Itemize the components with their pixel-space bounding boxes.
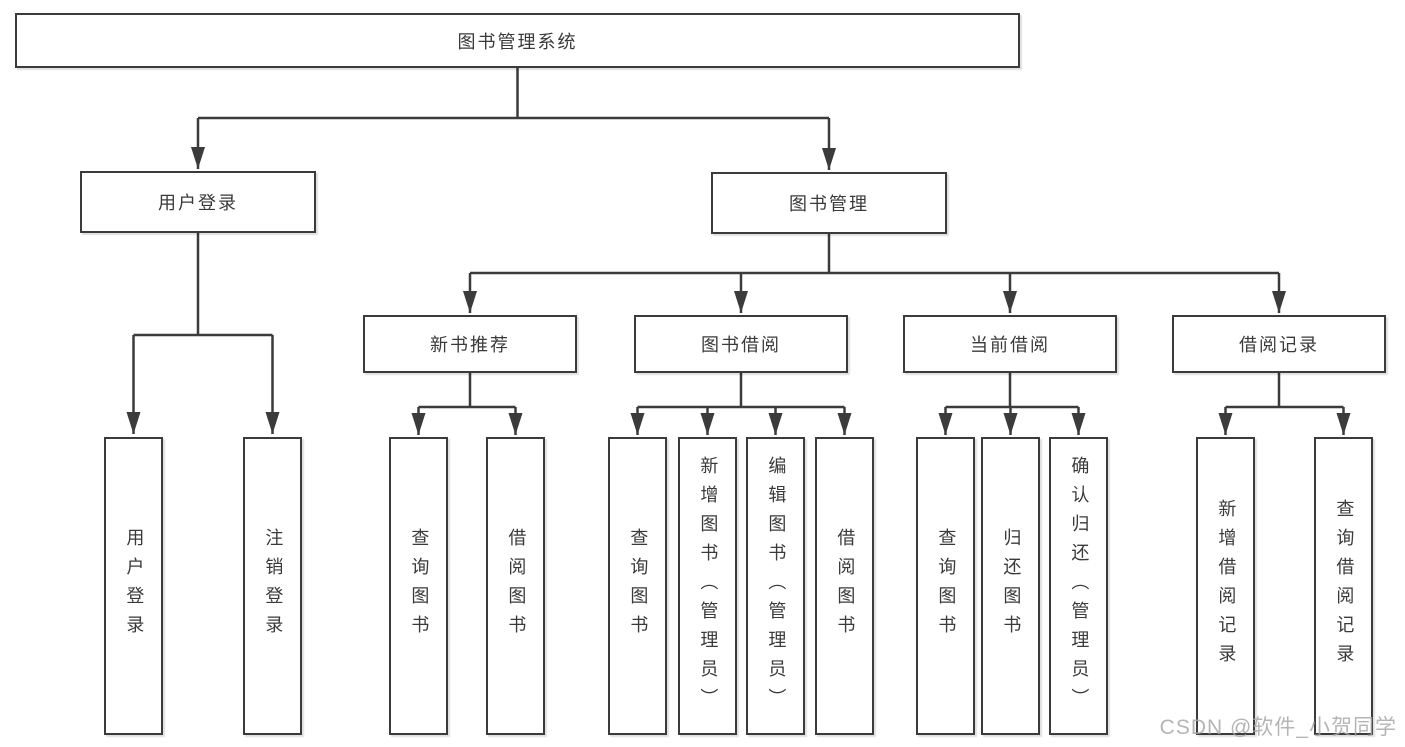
leaf-edit-books-admin: 编辑图书（管理员）	[746, 437, 805, 735]
node-user-login-label: 用户登录	[158, 193, 238, 213]
node-current-borrowing-label: 当前借阅	[970, 335, 1050, 355]
node-borrowing-records-label: 借阅记录	[1239, 335, 1319, 355]
leaf-query-books-b-label: 查询图书	[628, 528, 649, 644]
leaf-query-books-c: 查询图书	[916, 437, 975, 735]
node-new-book-recommend-label: 新书推荐	[430, 335, 510, 355]
leaf-borrow-books-a: 借阅图书	[486, 437, 545, 735]
node-root-label: 图书管理系统	[457, 31, 578, 52]
leaf-add-books-admin: 新增图书（管理员）	[678, 437, 737, 735]
leaf-user-login: 用户登录	[104, 437, 163, 735]
node-current-borrowing: 当前借阅	[903, 315, 1117, 373]
leaf-borrow-books-b-label: 借阅图书	[835, 528, 856, 644]
leaf-borrow-books-b: 借阅图书	[815, 437, 874, 735]
leaf-logout: 注销登录	[243, 437, 302, 735]
leaf-query-books-a: 查询图书	[389, 437, 448, 735]
node-book-borrowing-label: 图书借阅	[701, 335, 781, 355]
leaf-query-borrow-record-label: 查询借阅记录	[1334, 499, 1355, 673]
leaf-confirm-return-admin-label: 确认归还（管理员）	[1069, 455, 1090, 717]
leaf-logout-label: 注销登录	[263, 528, 284, 644]
leaf-borrow-books-a-label: 借阅图书	[506, 528, 527, 644]
leaf-return-books: 归还图书	[981, 437, 1040, 735]
leaf-user-login-label: 用户登录	[124, 528, 145, 644]
edge-skeleton	[133, 68, 1344, 409]
leaf-add-borrow-record-label: 新增借阅记录	[1216, 499, 1237, 673]
leaf-add-books-admin-label: 新增图书（管理员）	[698, 455, 719, 717]
leaf-query-books-c-label: 查询图书	[936, 528, 957, 644]
node-book-management: 图书管理	[711, 172, 947, 234]
node-book-borrowing: 图书借阅	[634, 315, 848, 373]
node-root-system: 图书管理系统	[15, 13, 1020, 68]
leaf-query-borrow-record: 查询借阅记录	[1314, 437, 1373, 735]
csdn-watermark: CSDN @软件_小贺同学	[1159, 716, 1397, 739]
node-book-management-label: 图书管理	[789, 194, 869, 214]
leaf-edit-books-admin-label: 编辑图书（管理员）	[766, 455, 787, 717]
leaf-add-borrow-record: 新增借阅记录	[1196, 437, 1255, 735]
node-new-book-recommend: 新书推荐	[363, 315, 577, 373]
leaf-confirm-return-admin: 确认归还（管理员）	[1049, 437, 1108, 735]
leaf-query-books-a-label: 查询图书	[409, 528, 430, 644]
leaf-query-books-b: 查询图书	[608, 437, 667, 735]
node-borrowing-records: 借阅记录	[1172, 315, 1386, 373]
leaf-return-books-label: 归还图书	[1001, 528, 1022, 644]
node-user-login: 用户登录	[80, 171, 316, 233]
